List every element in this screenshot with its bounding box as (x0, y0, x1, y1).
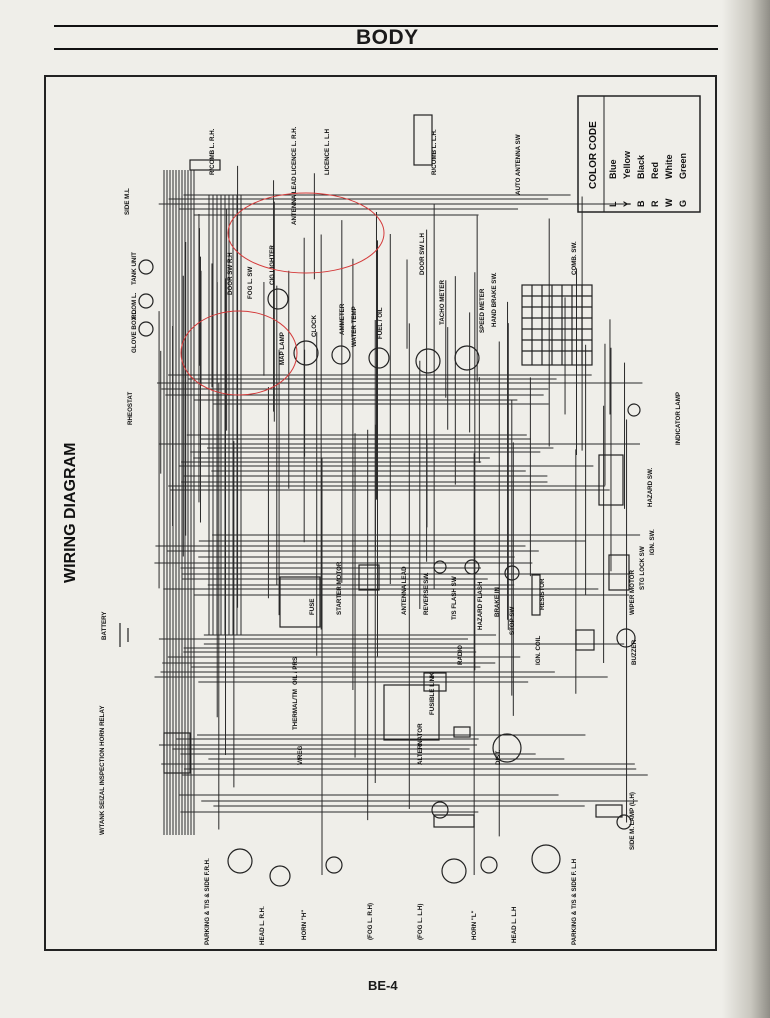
color-code-title: COLOR CODE (588, 121, 599, 189)
component-symbols (119, 114, 641, 887)
component-label-dist: DIST. (495, 750, 502, 765)
component-label-glove-box-l: GLOVE BOX L. (131, 309, 138, 353)
scan-page-edge (722, 0, 770, 1018)
component-label-door-sw-rh: DOOR SW R.H (227, 252, 234, 295)
component-label-str-lock-sw: STG LOCK SW (639, 546, 646, 590)
wire-harness (154, 165, 648, 875)
component-label-map-lamp: MAP LAMP (279, 332, 286, 365)
component-label-indicator-lamp: INDICATOR LAMP (675, 392, 682, 445)
color-code-name: Blue (608, 159, 618, 179)
component-label-auto-antenna-sw: AUTO ANTENNA SW (515, 134, 522, 195)
component-label-fuse: FUSE (309, 598, 316, 615)
color-code-letter: G (678, 200, 688, 207)
component-label-ammeter: AMMETER (339, 303, 346, 335)
component-label-head-rh: HEAD L. R.H. (259, 906, 266, 945)
component-label-wiper-motor: WIPER MOTOR (629, 570, 636, 615)
component-label-cig-lighter: CIG LIGHTER (269, 245, 276, 285)
component-label-v-reg: V/REG. (297, 744, 304, 765)
color-code-letter: W (664, 198, 674, 207)
section-title: BODY (356, 26, 419, 49)
component-label-starter-motor: STARTER MOTOR (336, 561, 343, 615)
component-label-tacho-meter: TACHO METER (439, 280, 446, 325)
component-label-licence-rh: LICENCE L. R.H. (291, 126, 298, 175)
component-label-fog-l-sw: FOG L. SW (247, 267, 254, 299)
component-label-fusible-link: FUSIBLE LINK (429, 672, 436, 715)
color-code-letter: B (636, 200, 646, 207)
component-label-fog-lh: (FOG L. L.H) (417, 904, 424, 940)
color-code-name: Red (650, 162, 660, 179)
component-label-comb-sw: COMB. SW. (571, 241, 578, 275)
color-code-letter: Y (622, 201, 632, 207)
header-rule-top (54, 25, 718, 27)
component-label-room-l: ROOM L. (131, 292, 138, 319)
annotation-circle-upper (227, 192, 385, 274)
component-label-fuel-oil: FUEL / OIL (377, 307, 384, 339)
component-label-buzzer: BUZZER (631, 639, 638, 665)
annotation-circle-lower (180, 310, 298, 396)
component-labels: SIDE M.L TANK UNIT ROOM L.GLOVE BOX L. RHEO… (99, 126, 682, 945)
component-label-licence-lh: LICENCE L. L.H (324, 128, 331, 175)
component-label-rheostat: RHEOSTAT (127, 392, 134, 425)
component-label-battery: BATTERY (101, 611, 108, 640)
component-label-water-temp: WATER TEMP (351, 306, 358, 347)
color-code-name: Black (636, 154, 646, 179)
component-label-antenna-lead-top: ANTENNA LEAD (291, 176, 298, 225)
component-label-brake-in: BRAKE IN (494, 587, 501, 617)
component-label-antenna-lead: ANTENNA LEAD (401, 566, 408, 615)
color-code-legend: COLOR CODE LBlueYYellowBBlackRRedWWhiteG… (577, 95, 701, 213)
component-label-hand-brake-sw: HAND BRAKE SW. (491, 272, 498, 327)
color-code-name: Green (678, 153, 688, 179)
component-label-side-m-l: SIDE M.L (124, 188, 131, 215)
component-label-side-m-lamp-lh: SIDE M. LAMP (L.H) (629, 792, 636, 850)
component-label-horn-h: HORN "H" (301, 910, 308, 940)
component-label-stop-sw: STOP SW (509, 607, 516, 635)
component-label-speed-meter: SPEED METER (479, 288, 486, 333)
component-label-thermal-tm: THERMAL/TM (292, 689, 299, 730)
component-label-oil-prs: OIL / PRS (292, 657, 299, 685)
component-label-hazard-sw: HAZARD SW. (647, 468, 654, 507)
component-label-rcomb-rh: R/COMB L. R.H. (209, 128, 216, 175)
component-label-alternator: ALTERNATOR (417, 723, 424, 765)
diagram-title: WIRING DIAGRAM (62, 443, 79, 583)
component-label-horn-relay: W/TANK SEIZAL INSPECTION HORN RELAY (99, 705, 106, 835)
color-code-letter: L (608, 201, 618, 207)
component-label-head-lh: HEAD L. L.H (511, 906, 518, 943)
header-rule-bottom (54, 48, 718, 50)
color-code-letter: R (650, 200, 660, 207)
color-code-name: White (664, 155, 674, 180)
page-number: BE-4 (368, 978, 398, 993)
component-label-ign-sw: IGN. SW. (649, 529, 656, 555)
component-label-clock: CLOCK (311, 314, 318, 337)
component-label-resistor: RESISTOR (539, 578, 546, 610)
component-label-reverse-sw: REVERSE SW. (423, 572, 430, 615)
color-code-name: Yellow (622, 150, 632, 179)
component-label-tank-unit: TANK UNIT (131, 252, 138, 285)
wiring-schematic: SIDE M.L TANK UNIT ROOM L.GLOVE BOX L. RHEO… (62, 95, 701, 945)
component-label-ign-coil: IGN. COIL (535, 636, 542, 665)
component-label-ts-flash-sw: T/S FLASH SW (451, 576, 458, 620)
component-label-radio: RADIO (457, 645, 464, 665)
diagram-frame (44, 75, 717, 951)
component-label-door-sw-lh: DOOR SW L.H (419, 233, 426, 275)
component-label-hazard-flash: HAZARD FLASH (477, 581, 484, 630)
component-label-parking-rh: PARKING & T/S & SIDE F.R.H. (204, 858, 211, 945)
component-label-fog-rh: (FOG L. R.H) (367, 903, 374, 940)
component-label-rcomb-lh: R/COMB L. L.H. (431, 129, 438, 175)
component-label-horn-l: HORN "L" (471, 910, 478, 940)
component-label-parking-lh: PARKING & T/S & SIDE F. L.H (571, 858, 578, 945)
